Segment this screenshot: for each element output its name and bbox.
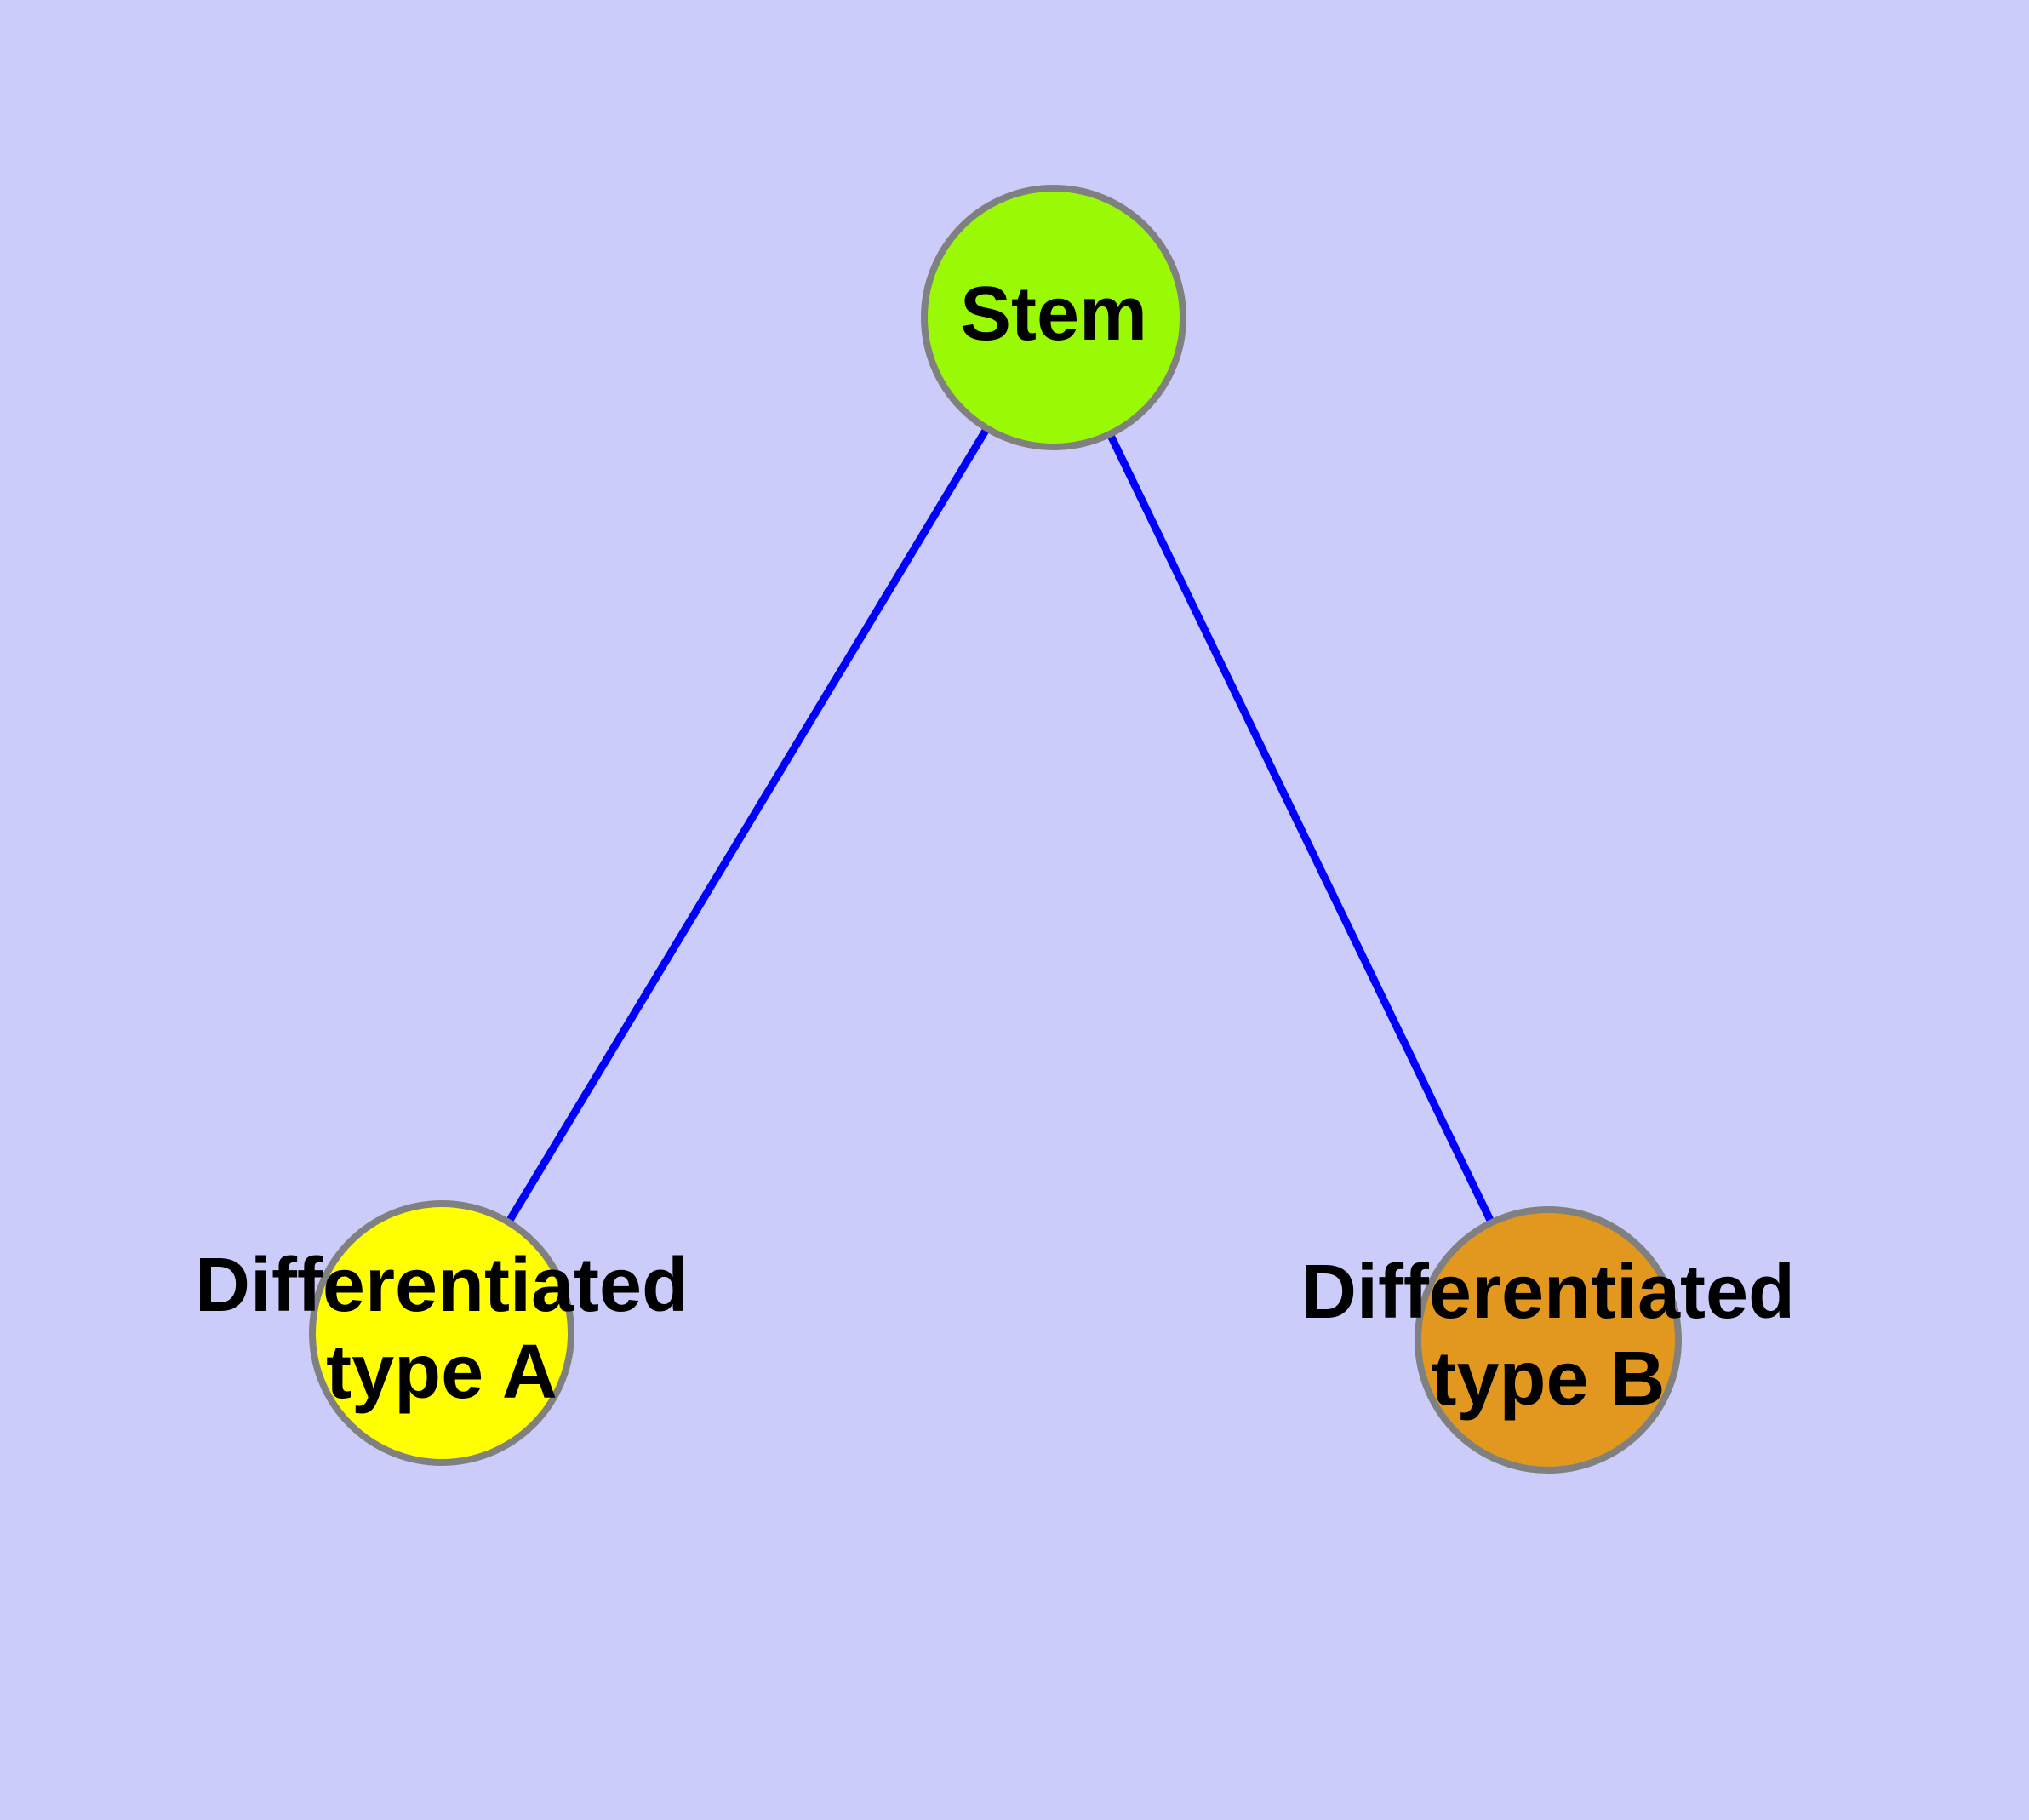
node-circle-diff-a[interactable] [309,1200,574,1466]
node-label-diff-a-line2: type A [326,1330,557,1415]
node-label-diff-a-line1: Differentiated [195,1243,689,1328]
node-diff-a[interactable]: Differentiated type A [195,1200,689,1466]
edge-stem-to-diff-b[interactable] [1049,316,1552,1342]
edge-stem-to-diff-a[interactable] [438,315,1057,1336]
node-label-stem-line1: Stem [960,272,1147,357]
edge-layer [438,315,1552,1342]
node-stem[interactable]: Stem [921,185,1186,450]
node-diff-b[interactable]: Differentiated type B [1301,1206,1795,1474]
node-label-diff-b-line1: Differentiated [1301,1250,1795,1335]
node-circle-diff-b[interactable] [1415,1206,1682,1474]
node-label-diff-b-line2: type B [1431,1336,1665,1422]
node-circle-stem[interactable] [921,185,1186,450]
